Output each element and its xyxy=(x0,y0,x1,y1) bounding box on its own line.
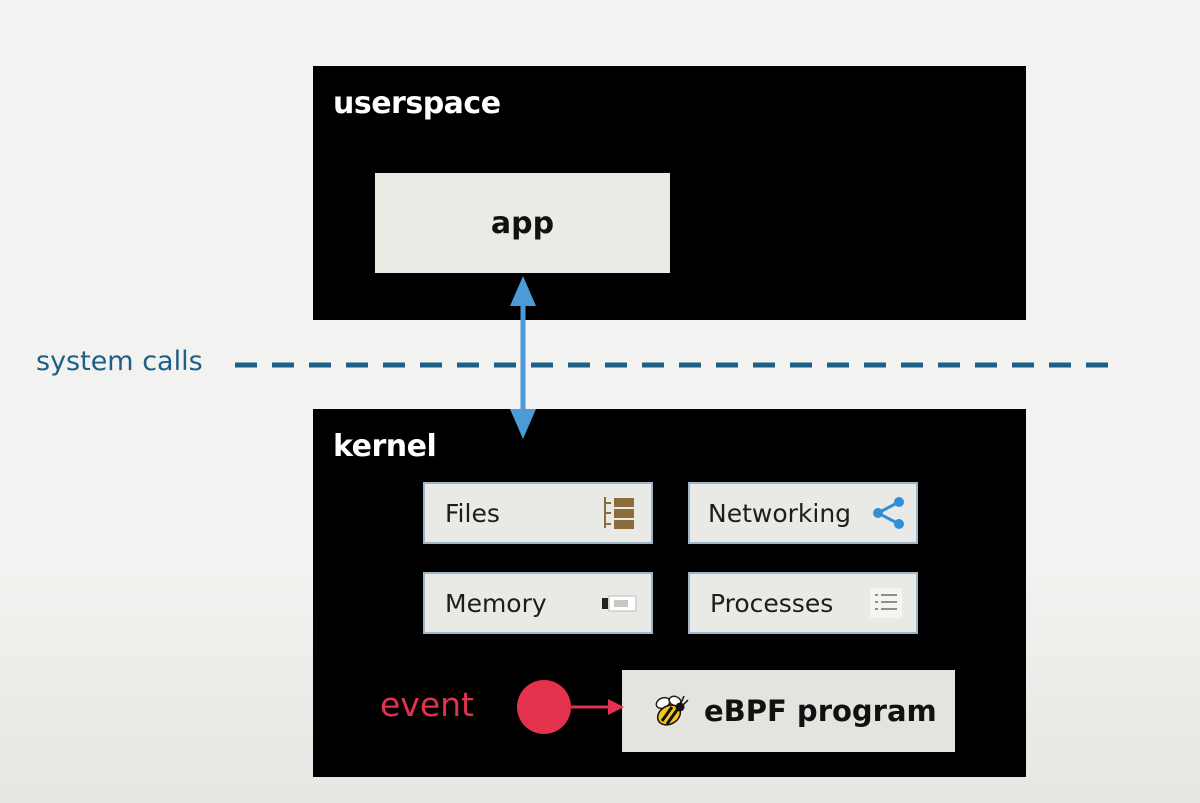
process-list-icon xyxy=(870,588,902,618)
processes-box: Processes xyxy=(690,574,916,632)
system-calls-label: system calls xyxy=(36,346,203,377)
files-label: Files xyxy=(445,498,500,528)
files-box: Files xyxy=(425,484,651,542)
ebpf-program-box: eBPF program xyxy=(622,670,955,752)
networking-box: Networking xyxy=(690,484,916,542)
memory-box: Memory xyxy=(425,574,651,632)
networking-label: Networking xyxy=(708,498,852,528)
share-icon xyxy=(873,497,904,529)
file-tree-icon xyxy=(604,497,634,529)
app-box: app xyxy=(375,173,670,273)
event-label: event xyxy=(380,685,474,724)
ebpf-program-label: eBPF program xyxy=(704,694,937,728)
userspace-title: userspace xyxy=(333,86,501,121)
bee-icon xyxy=(655,695,689,726)
memory-chip-icon xyxy=(602,595,637,612)
kernel-title: kernel xyxy=(333,429,437,464)
app-label: app xyxy=(490,205,555,241)
processes-label: Processes xyxy=(710,588,834,618)
memory-label: Memory xyxy=(445,588,547,618)
